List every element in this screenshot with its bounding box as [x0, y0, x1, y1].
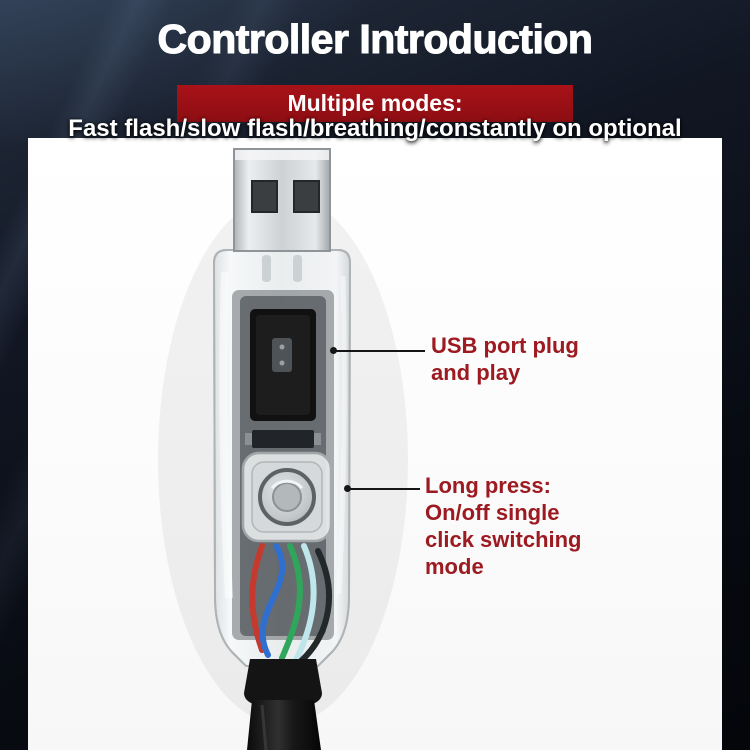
page-title: Controller Introduction [157, 15, 594, 62]
shell-gloss [212, 249, 352, 667]
wires [249, 543, 332, 665]
cable [244, 659, 322, 750]
usb-a-connector [233, 148, 331, 252]
shell-notch-right [293, 255, 302, 282]
annotation-line: Long press: [425, 473, 551, 498]
annotation-line: click switching [425, 527, 582, 552]
connector-slot-left [251, 180, 278, 213]
annotation-line: and play [431, 360, 521, 385]
ic-chip [252, 430, 314, 448]
modes-subheading: Fast flash/slow flash/breathing/constant… [68, 115, 682, 142]
modes-banner: Multiple modes: [177, 85, 573, 122]
button-callout-line [347, 488, 420, 490]
usb-callout-line [333, 350, 425, 352]
product-photo-panel [28, 138, 722, 750]
modes-banner-heading: Multiple modes: [287, 90, 463, 116]
annotation-line: USB port plug [431, 333, 579, 358]
module-contact [272, 338, 292, 372]
annotation-line: mode [425, 554, 484, 579]
annotation-usb-port: USB port plug and play [431, 332, 579, 386]
annotation-line: On/off single [425, 500, 560, 525]
connector-slot-right [293, 180, 320, 213]
annotation-power-button: Long press: On/off single click switchin… [425, 472, 582, 580]
power-button [241, 451, 333, 543]
shell-notch-left [262, 255, 271, 282]
